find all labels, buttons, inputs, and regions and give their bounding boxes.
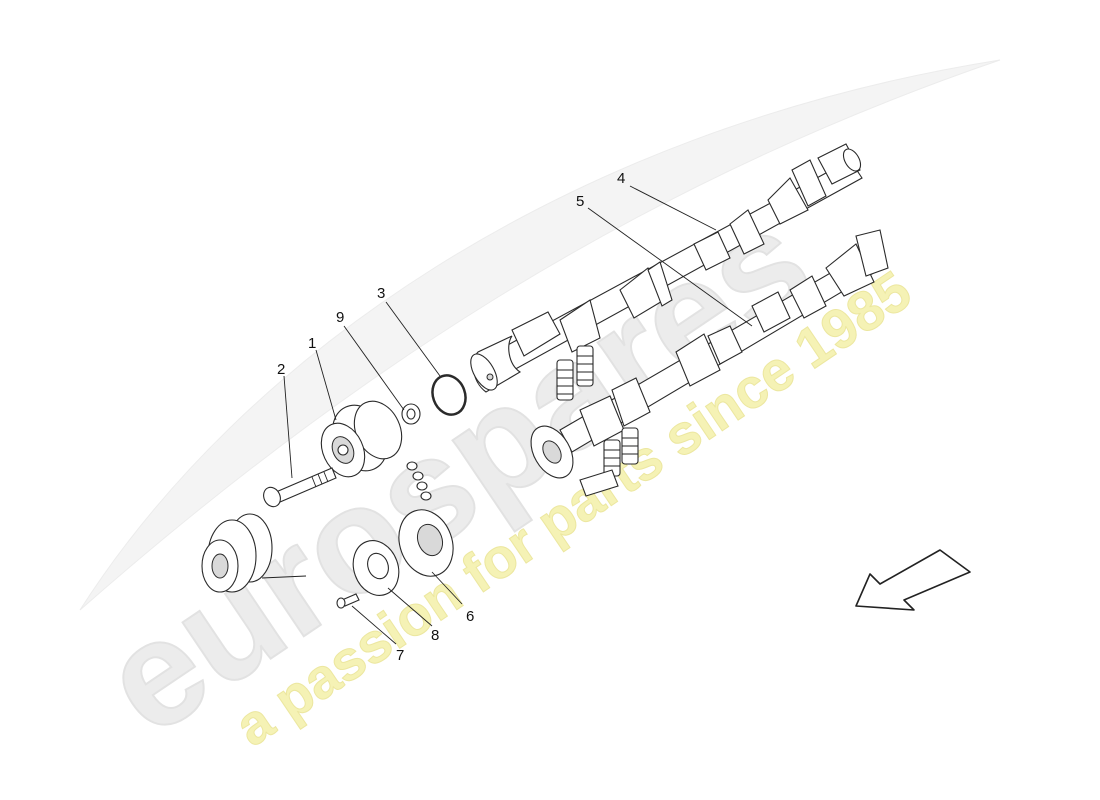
leader-2 bbox=[283, 375, 293, 479]
leader-8 bbox=[387, 587, 433, 627]
callout-labels: 1 2 3 4 5 6 7 8 9 bbox=[277, 170, 625, 664]
callout-7: 7 bbox=[396, 647, 404, 664]
leader-6 bbox=[431, 571, 463, 605]
leader-3 bbox=[385, 301, 441, 377]
o-ring bbox=[431, 374, 467, 416]
callout-6: 6 bbox=[466, 608, 474, 625]
callout-1: 1 bbox=[308, 335, 316, 352]
callout-8: 8 bbox=[431, 627, 439, 644]
camshaft-lower bbox=[530, 229, 889, 497]
leader-4 bbox=[629, 185, 717, 231]
bolt-long bbox=[263, 467, 337, 508]
callout-2: 2 bbox=[277, 361, 285, 378]
camshaft-upper bbox=[470, 143, 863, 401]
leader-9 bbox=[343, 325, 405, 411]
gear-cluster bbox=[201, 513, 307, 593]
chain-segment bbox=[406, 461, 432, 501]
callout-4: 4 bbox=[617, 170, 625, 187]
washer-small bbox=[401, 403, 421, 425]
leader-7 bbox=[351, 605, 397, 645]
sprocket-gear bbox=[398, 509, 454, 577]
leader-5 bbox=[587, 207, 753, 327]
leader-lines bbox=[283, 185, 753, 645]
screw-small bbox=[336, 593, 360, 609]
callout-5: 5 bbox=[576, 193, 584, 210]
cam-phaser-gear bbox=[320, 400, 403, 478]
thrust-plate bbox=[352, 540, 400, 596]
arrow-down-left-icon bbox=[855, 549, 971, 611]
watermark-swoosh bbox=[79, 59, 1001, 611]
watermark: eurospares a passion for parts since 198… bbox=[73, 59, 1001, 768]
callout-3: 3 bbox=[377, 285, 385, 302]
leader-1 bbox=[315, 349, 337, 421]
callout-9: 9 bbox=[336, 309, 344, 326]
